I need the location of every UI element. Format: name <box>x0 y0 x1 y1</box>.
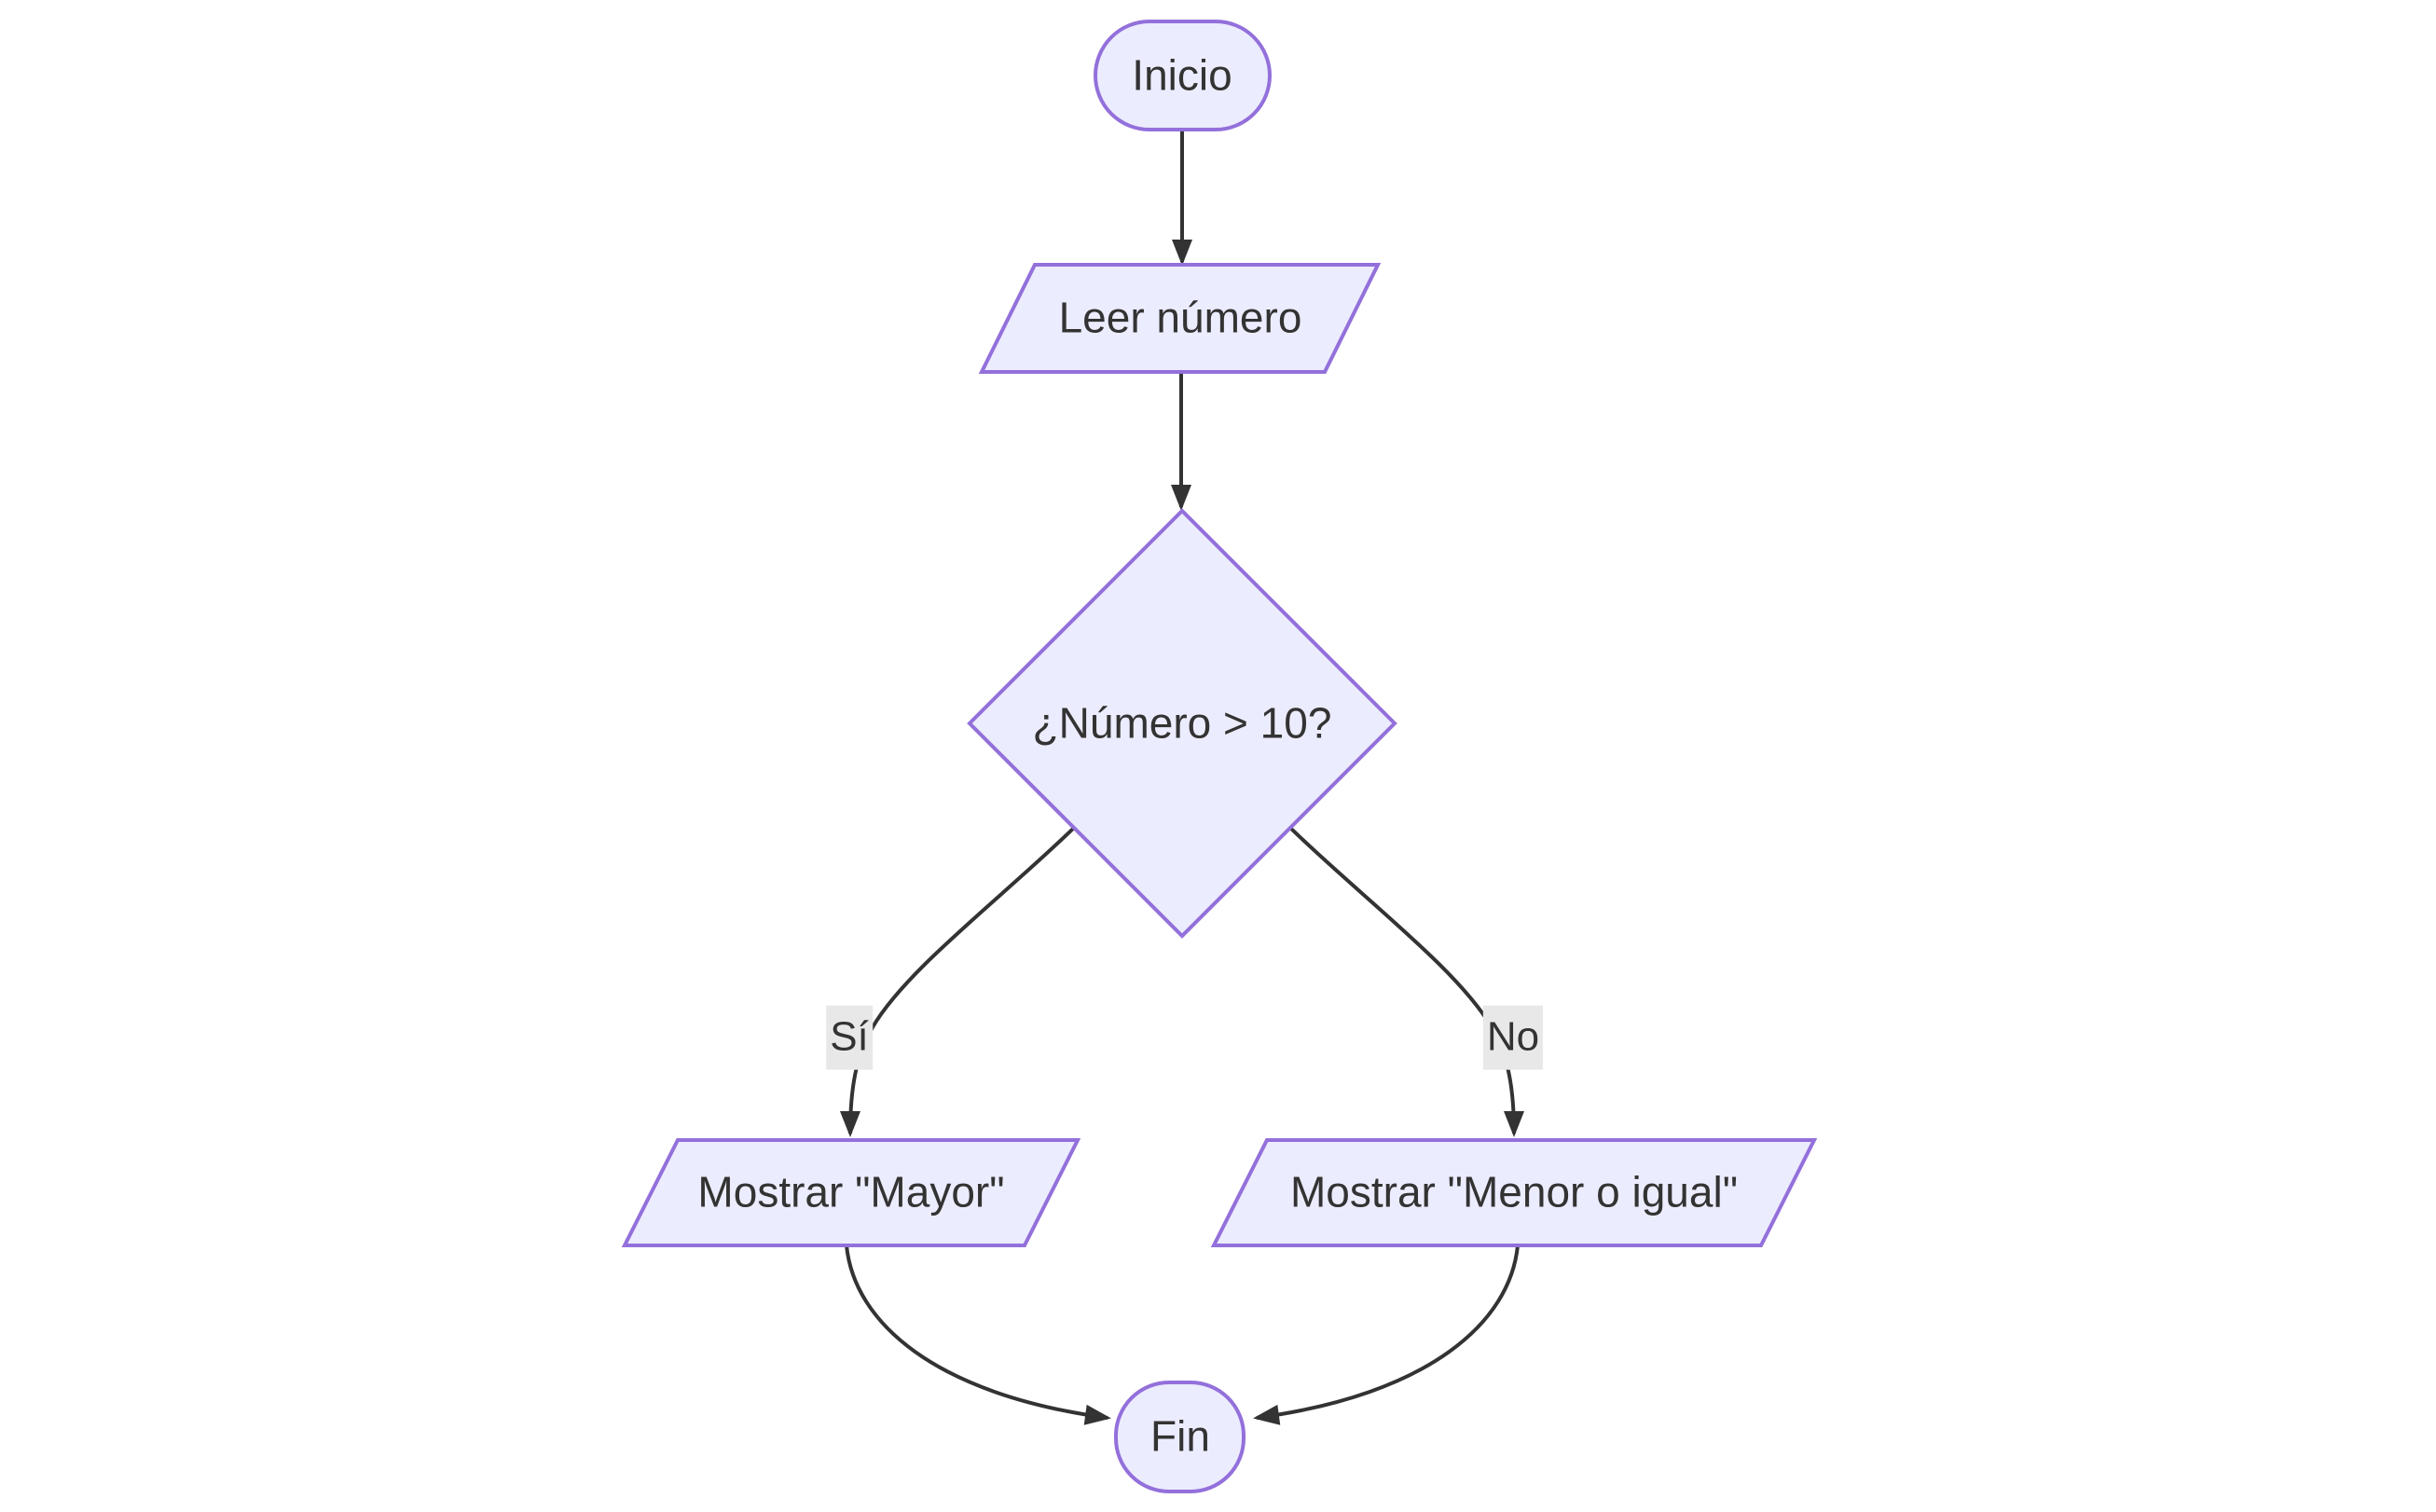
edge-menor-to-fin <box>1253 1244 1520 1425</box>
input-node-label: Leer número <box>1058 293 1302 342</box>
decision-node-label: ¿Número > 10? <box>1032 698 1332 748</box>
edge-decision-to-menor <box>1288 826 1524 1137</box>
edge-label-no: No <box>1482 1005 1544 1070</box>
edge-label-si: Sí <box>826 1005 873 1070</box>
output-mayor-node-shape <box>621 1138 1081 1247</box>
start-node-shape <box>1094 20 1272 131</box>
end-node-label: Fin <box>1150 1411 1210 1461</box>
output-mayor-node-label: Mostrar "Mayor" <box>697 1167 1005 1216</box>
decision-node-shape <box>967 508 1397 939</box>
end-node-shape <box>1114 1381 1246 1493</box>
edge-mayor-to-fin <box>845 1244 1111 1425</box>
output-menor-node-label: Mostrar "Menor o igual" <box>1289 1167 1739 1216</box>
output-menor-node-shape <box>1210 1138 1818 1247</box>
start-node-label: Inicio <box>1132 50 1232 100</box>
edge-decision-to-mayor <box>840 826 1076 1137</box>
input-node-shape <box>978 263 1382 374</box>
